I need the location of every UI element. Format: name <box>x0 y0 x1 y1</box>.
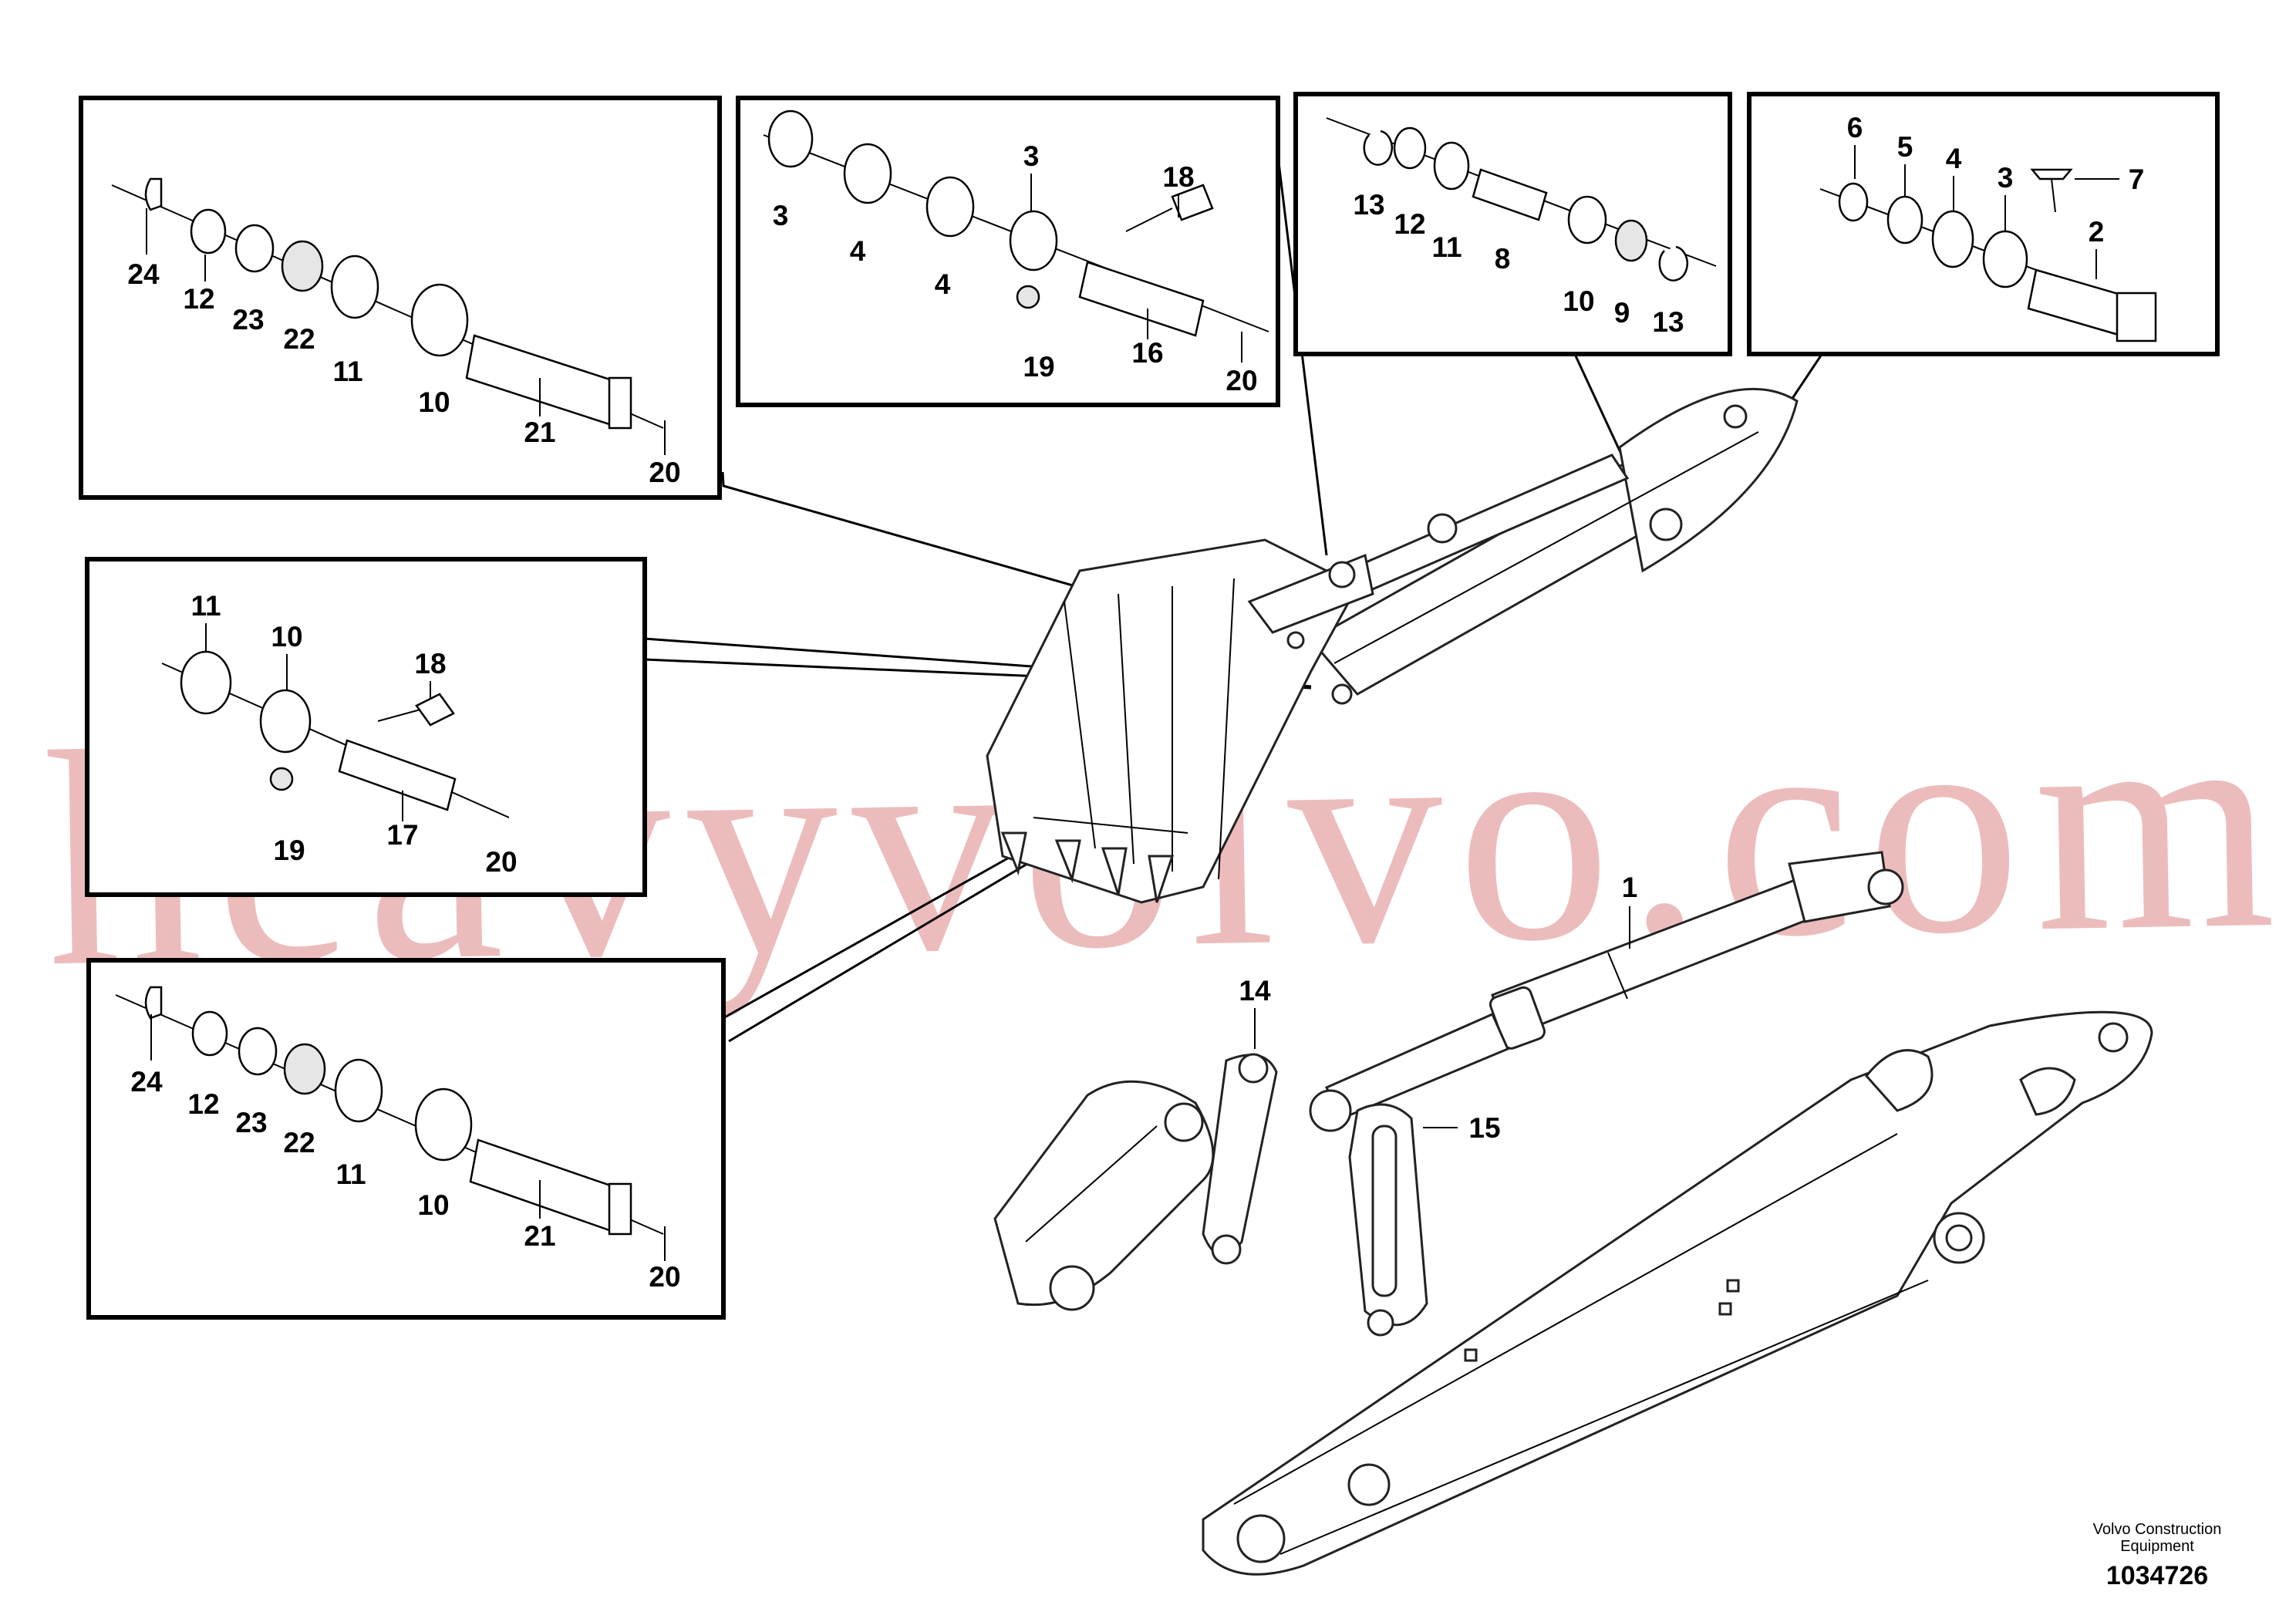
callout-18: 18 <box>1162 161 1194 193</box>
callout-10: 10 <box>418 386 450 418</box>
callout-21f: 21 <box>524 1220 555 1252</box>
drawing-footer: Volvo Construction Equipment 1034726 <box>2080 1521 2234 1591</box>
callout-15: 15 <box>1468 1112 1500 1144</box>
callout-11c: 11 <box>1431 231 1462 263</box>
callout-20f: 20 <box>649 1261 680 1293</box>
detail-panel-f: 24 12 23 22 11 10 21 20 <box>86 958 726 1320</box>
callout-10e: 10 <box>271 621 302 653</box>
drawing-number: 1034726 <box>2106 1561 2209 1590</box>
detail-panel-b: 3 4 4 3 18 19 16 20 <box>736 96 1280 407</box>
callout-22: 22 <box>283 323 315 355</box>
publisher-label: Volvo Construction Equipment <box>2092 1521 2222 1555</box>
callout-13: 13 <box>1353 189 1384 221</box>
callout-23f: 23 <box>235 1107 267 1138</box>
callout-12c: 12 <box>1394 208 1425 240</box>
callout-12: 12 <box>183 283 214 315</box>
callout-24f: 24 <box>130 1066 163 1098</box>
callout-3: 3 <box>773 200 789 231</box>
callout-20b: 20 <box>1226 365 1257 396</box>
callout-8: 8 <box>1495 243 1511 275</box>
callout-7: 7 <box>2129 164 2145 195</box>
callout-19: 19 <box>1023 351 1054 383</box>
callout-2: 2 <box>2089 216 2105 248</box>
callout-16: 16 <box>1131 337 1163 369</box>
callout-24: 24 <box>127 258 160 290</box>
link-part-15 <box>1348 1103 1428 1337</box>
callouts-panel-b: 3 4 4 3 18 19 16 20 <box>773 140 1258 396</box>
callout-12f: 12 <box>187 1088 219 1120</box>
callout-11f: 11 <box>335 1158 366 1190</box>
callout-10c: 10 <box>1563 285 1594 317</box>
callout-5: 5 <box>1897 131 1913 163</box>
callout-20: 20 <box>649 457 680 488</box>
bucket-cylinder <box>1309 851 1904 1132</box>
callout-11: 11 <box>332 356 362 387</box>
callout-23: 23 <box>232 304 264 336</box>
callouts-panel-f: 24 12 23 22 11 10 21 20 <box>130 1066 680 1293</box>
callout-3d: 3 <box>1998 162 2014 194</box>
rocker-link <box>993 1080 1215 1311</box>
detail-panel-c: 13 12 11 8 10 9 13 <box>1293 92 1732 356</box>
callouts-panel-e: 11 10 18 19 17 20 <box>190 590 517 878</box>
callout-13b: 13 <box>1652 306 1684 338</box>
callout-19e: 19 <box>273 835 305 866</box>
stick-arm <box>1202 1010 2153 1576</box>
callout-9: 9 <box>1614 297 1630 329</box>
callout-11e: 11 <box>190 590 221 622</box>
callout-4d: 4 <box>1946 143 1962 174</box>
callout-6: 6 <box>1847 112 1863 143</box>
callout-10f: 10 <box>417 1189 449 1221</box>
callout-14: 14 <box>1239 975 1271 1007</box>
detail-panel-e: 11 10 18 19 17 20 <box>85 557 647 897</box>
callouts-panel-d: 6 5 4 3 7 2 <box>1847 112 2145 248</box>
callout-22f: 22 <box>283 1127 315 1158</box>
machine-stick-assembly <box>986 387 1799 904</box>
callouts-main: 1 14 15 <box>1239 872 1637 1144</box>
callout-4: 4 <box>850 235 866 267</box>
callout-17: 17 <box>386 819 418 851</box>
link-part-14 <box>1202 1053 1278 1265</box>
callout-18e: 18 <box>414 648 446 679</box>
detail-panel-d: 6 5 4 3 7 2 <box>1747 92 2220 356</box>
callout-3b: 3 <box>1023 140 1040 172</box>
callout-4b: 4 <box>935 268 951 300</box>
callout-20e: 20 <box>485 846 517 878</box>
callouts-panel-c: 13 12 11 8 10 9 13 <box>1353 189 1684 338</box>
callouts-panel-a: 24 12 23 22 11 10 21 20 <box>127 258 680 488</box>
callout-1: 1 <box>1622 872 1638 903</box>
detail-panel-a: 24 12 23 22 11 10 21 20 <box>79 96 722 500</box>
callout-21: 21 <box>524 416 555 448</box>
